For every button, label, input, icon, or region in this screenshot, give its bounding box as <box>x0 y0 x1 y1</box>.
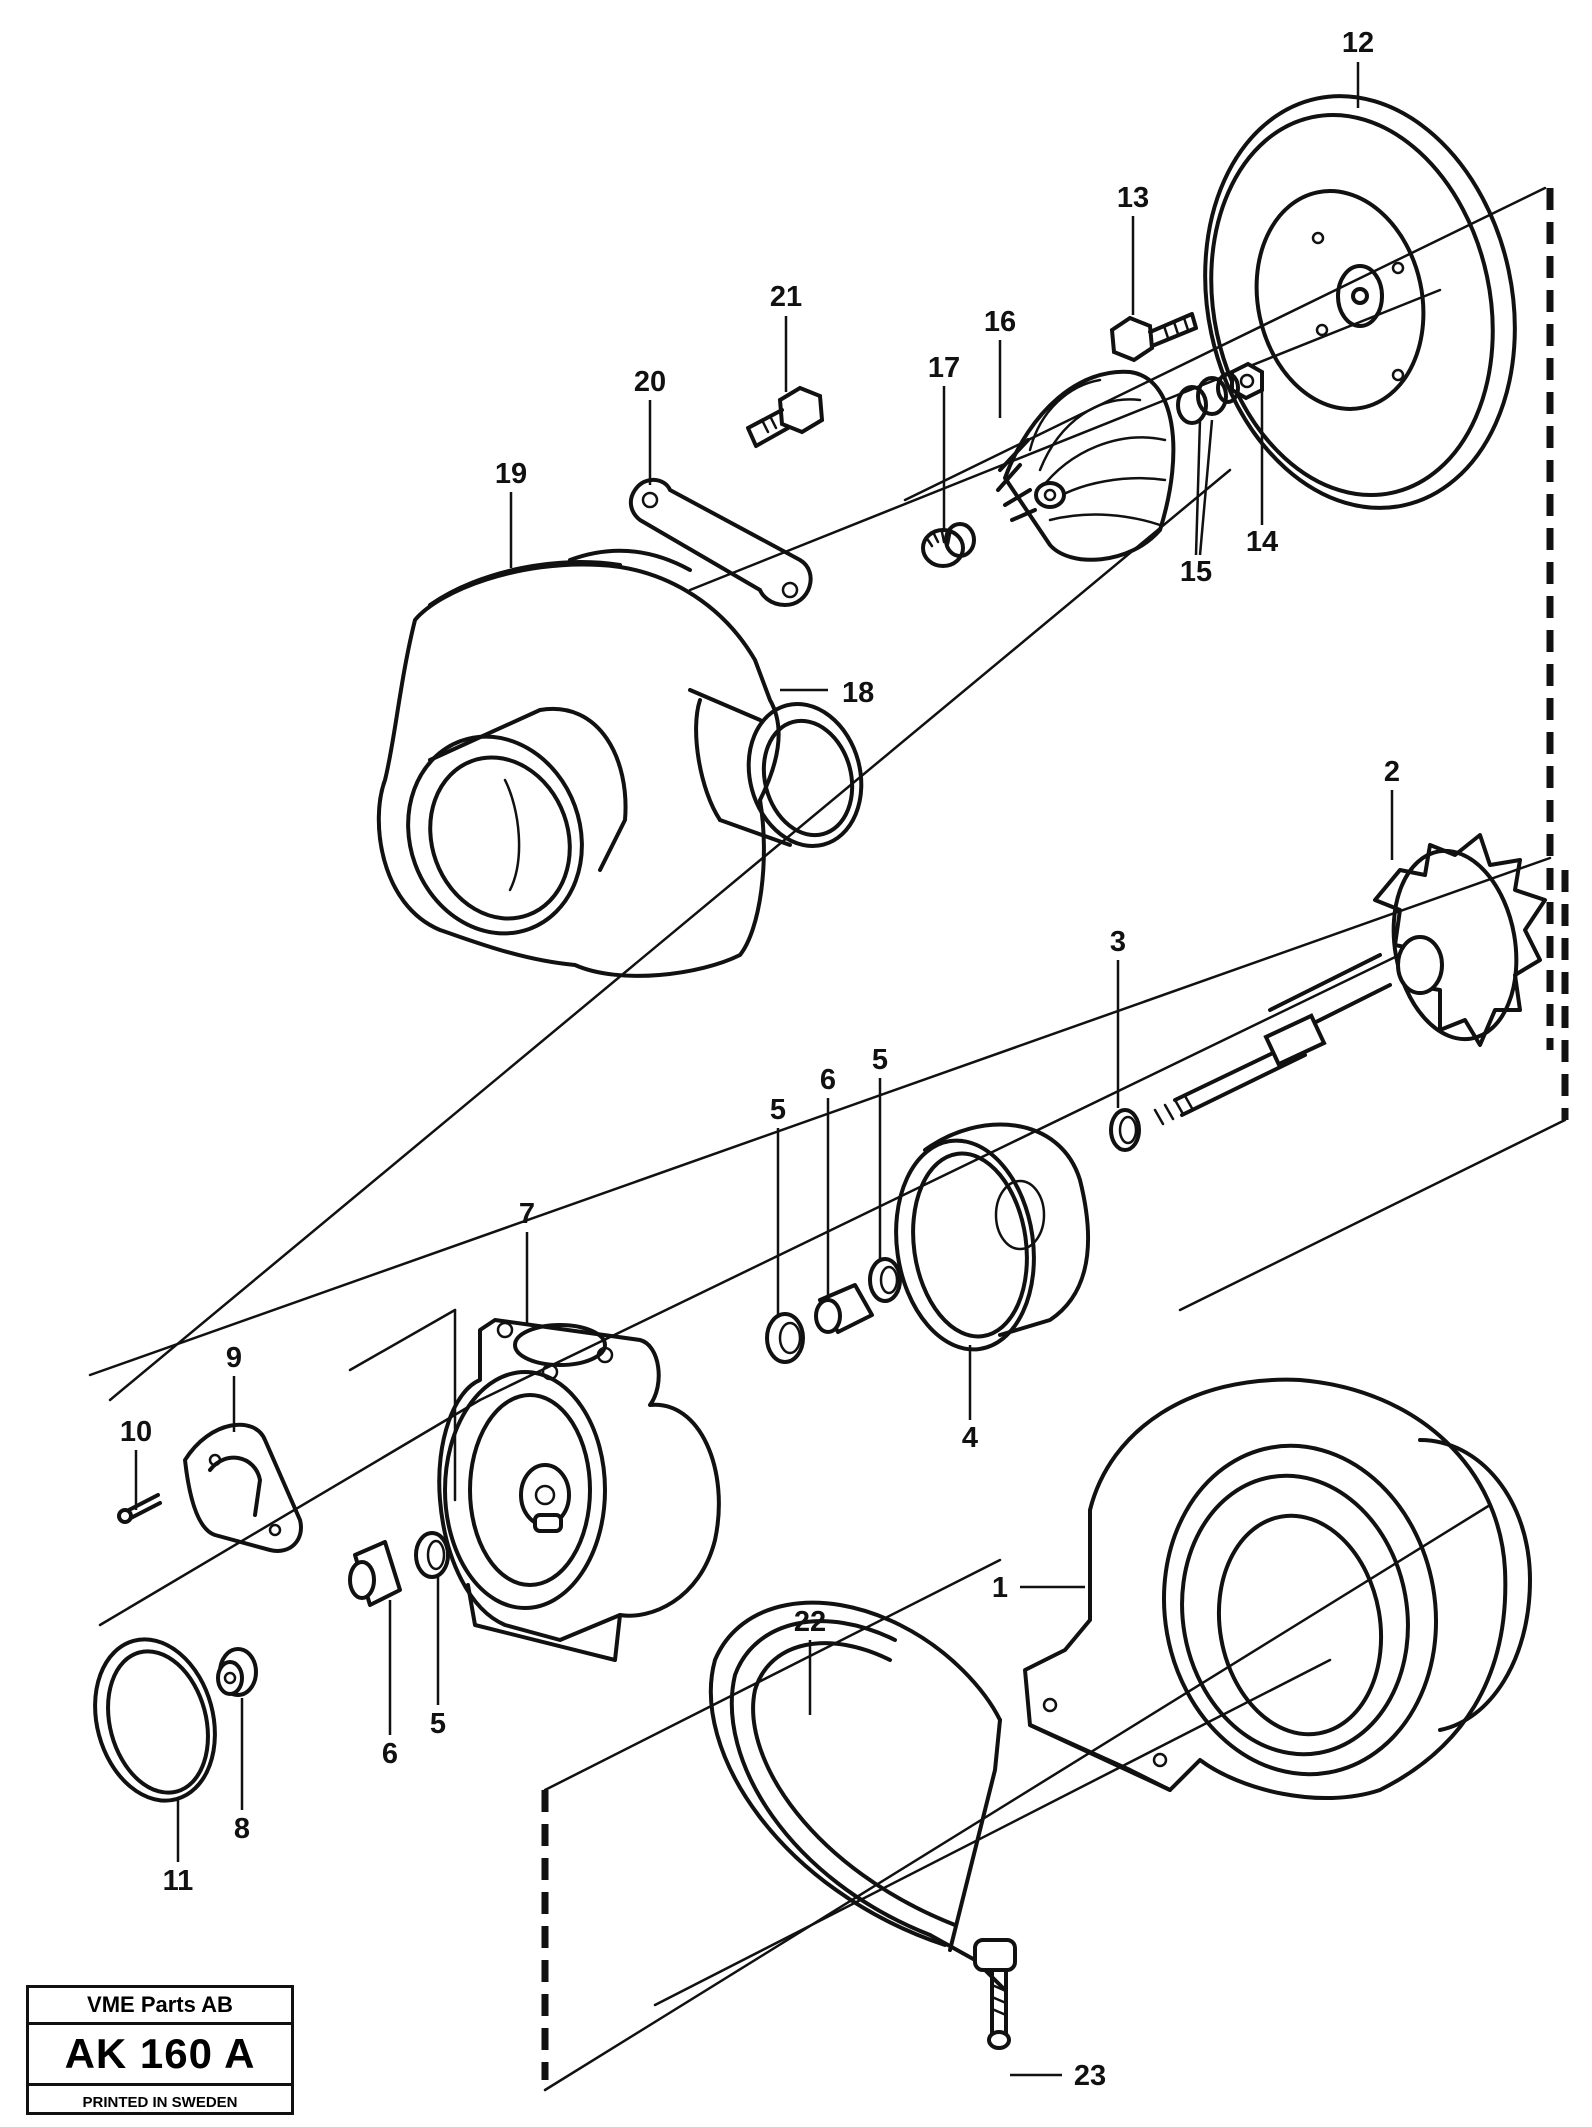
callout-5-upper-left: 5 <box>770 1094 786 1126</box>
callout-11: 11 <box>163 1865 194 1897</box>
bolt-13 <box>1109 312 1198 363</box>
callout-14: 14 <box>1246 526 1278 558</box>
callout-9: 9 <box>226 1342 242 1374</box>
callout-22: 22 <box>794 1606 826 1638</box>
callout-15: 15 <box>1180 556 1212 588</box>
heat-shield-4 <box>894 1122 1090 1352</box>
printed-note: PRINTED IN SWEDEN <box>82 2093 238 2111</box>
pin-10 <box>117 1493 162 1524</box>
callout-10: 10 <box>120 1416 152 1448</box>
center-axes <box>98 288 1442 2007</box>
callout-20: 20 <box>634 366 666 398</box>
callout-8: 8 <box>234 1813 250 1845</box>
v-band-clamp-22 <box>708 1600 1017 1992</box>
clamp-bolt-23 <box>987 1968 1011 2050</box>
frame-lines <box>88 186 1569 2092</box>
callout-5-upper-right: 5 <box>872 1044 888 1076</box>
callout-21: 21 <box>770 281 802 313</box>
washers-15 <box>1176 372 1240 425</box>
ring-stack-upper <box>765 1257 902 1364</box>
callout-17: 17 <box>928 352 960 384</box>
compressor-wheel-16 <box>996 369 1176 562</box>
callout-16: 16 <box>984 306 1016 338</box>
bearing-housing-7 <box>437 1318 721 1662</box>
callout-6-upper: 6 <box>820 1064 836 1096</box>
callout-19: 19 <box>495 458 527 490</box>
callout-18: 18 <box>842 677 874 709</box>
callout-7: 7 <box>519 1198 535 1230</box>
callout-12: 12 <box>1342 27 1374 59</box>
callout-1: 1 <box>992 1572 1008 1604</box>
backplate-disc <box>1203 94 1517 510</box>
bolt-21 <box>746 385 825 448</box>
callout-labels: 12 13 21 16 17 20 19 14 15 18 2 3 5 6 5 … <box>120 27 1400 2092</box>
callout-4: 4 <box>962 1422 978 1454</box>
title-block: VME Parts AB AK 160 A PRINTED IN SWEDEN <box>26 1985 294 2115</box>
ring-stack-lower <box>348 1531 450 1607</box>
callout-2: 2 <box>1384 756 1400 788</box>
ring-3 <box>1109 1108 1141 1152</box>
turbine-housing-1 <box>1023 1377 1532 1801</box>
callout-5-lower: 5 <box>430 1708 446 1740</box>
turbine-shaft-wheel-2 <box>1153 833 1547 1126</box>
seal-8 <box>216 1647 258 1697</box>
bracket-20 <box>628 477 813 607</box>
callout-13: 13 <box>1117 182 1149 214</box>
callout-3: 3 <box>1110 926 1126 958</box>
o-ring-11 <box>93 1637 217 1803</box>
nut-17 <box>921 522 976 568</box>
drawing-code: AK 160 A <box>29 2025 291 2086</box>
callout-6-lower: 6 <box>382 1738 398 1770</box>
leader-lines <box>134 62 1394 2077</box>
callout-23: 23 <box>1074 2060 1106 2092</box>
company-name: VME Parts AB <box>29 1988 291 2025</box>
compressor-housing-19 <box>376 548 864 978</box>
thrust-plate-9 <box>183 1422 303 1553</box>
